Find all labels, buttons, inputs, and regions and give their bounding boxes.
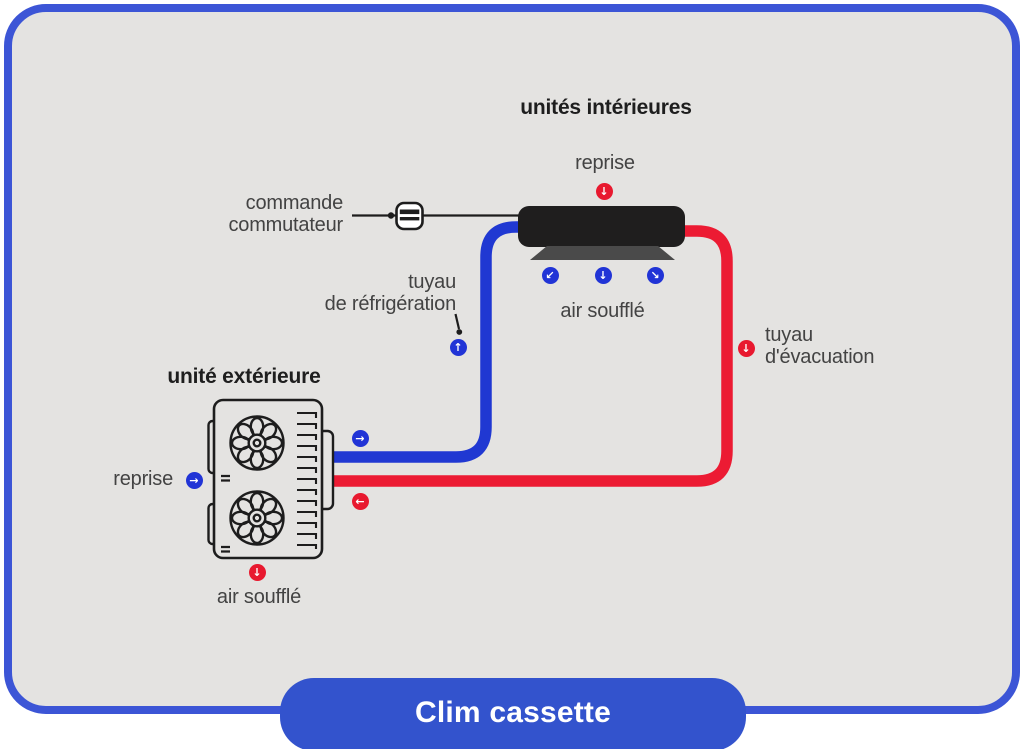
arrow-down-right-icon: ↘ (650, 268, 660, 282)
arrow-down-icon: ↓ (741, 341, 751, 355)
arrow-down-left-icon: ↙ (545, 268, 555, 282)
tuyau-evacuation-label: tuyau d'évacuation (765, 324, 875, 368)
arrow-badge-evacuation-down: ↓ (737, 339, 755, 357)
arrow-badge-outdoor-air-souffle: ↓ (248, 563, 266, 581)
indoor-cassette-unit (518, 206, 685, 247)
arrow-right-icon: → (355, 431, 365, 445)
arrow-down-icon: ↓ (599, 184, 609, 198)
outdoor-unit-heading: unité extérieure (167, 365, 321, 388)
indoor-units-heading: unités intérieures (520, 96, 692, 119)
outdoor-reprise-label: reprise (113, 468, 173, 490)
tuyau-refrigeration-label: tuyau de réfrigération (324, 271, 457, 315)
arrow-badge-outdoor-pipe-out: → (351, 429, 369, 447)
arrow-badge-outdoor-pipe-return: ← (351, 492, 369, 510)
arrow-badge-outdoor-reprise: → (185, 471, 203, 489)
arrow-down-icon: ↓ (598, 268, 608, 282)
arrow-right-icon: → (189, 473, 199, 487)
diagram-title: Clim cassette (414, 695, 612, 729)
outdoor-air-souffle-label: air soufflé (216, 586, 302, 608)
title-pill: Clim cassette (280, 678, 746, 749)
indoor-cassette-diffuser (530, 246, 675, 260)
arrow-badge-indoor-out-left: ↙ (541, 266, 559, 284)
arrow-left-icon: ← (355, 494, 365, 508)
arrow-up-icon: ↑ (453, 340, 463, 354)
indoor-air-souffle-label: air soufflé (560, 300, 645, 322)
arrow-down-icon: ↓ (252, 565, 262, 579)
commande-commutateur-label: commande commutateur (228, 192, 343, 236)
arrow-badge-indoor-reprise: ↓ (595, 182, 613, 200)
arrow-badge-indoor-out-right: ↘ (646, 266, 664, 284)
arrow-badge-indoor-out-mid: ↓ (594, 266, 612, 284)
indoor-reprise-label: reprise (575, 152, 635, 174)
arrow-badge-refrigeration-up: ↑ (449, 338, 467, 356)
